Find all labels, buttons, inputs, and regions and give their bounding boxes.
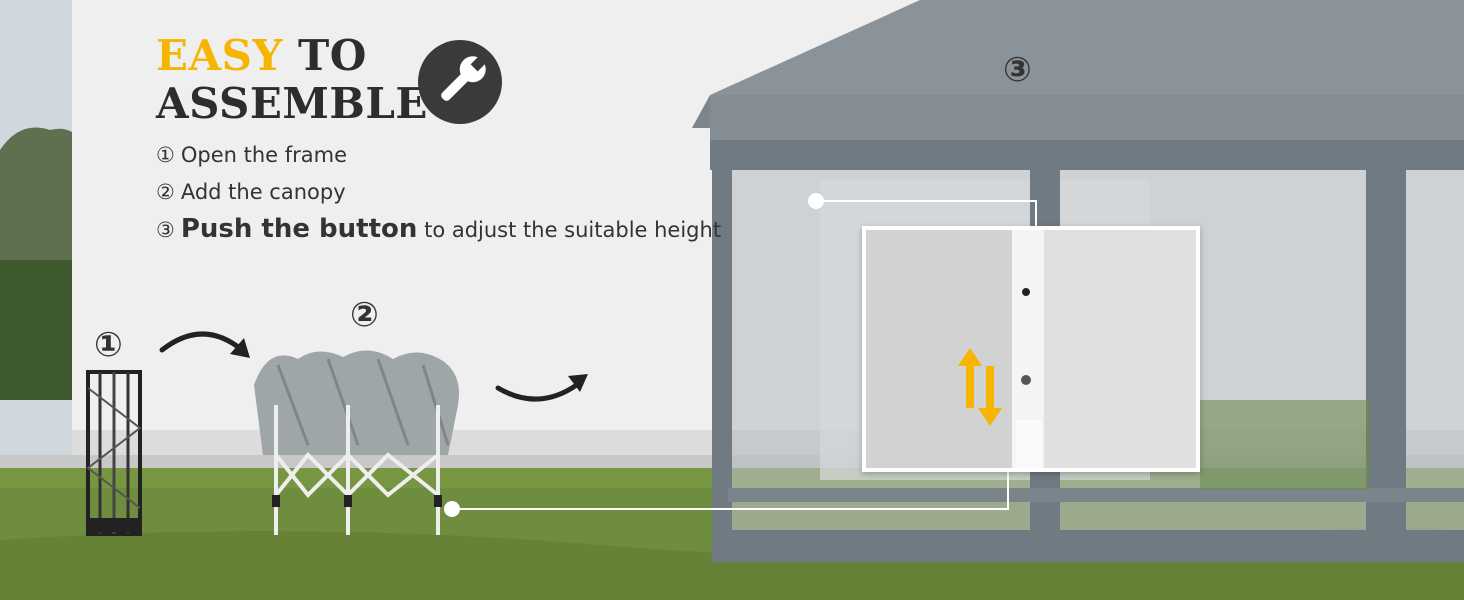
up-down-arrows-icon bbox=[958, 348, 1002, 426]
headline-word: TO bbox=[298, 31, 367, 80]
frame-with-canopy-image bbox=[254, 350, 459, 535]
step-text: Open the frame bbox=[180, 143, 348, 167]
button-detail-inset bbox=[862, 226, 1200, 472]
headline: EASY TO ASSEMBLE bbox=[156, 32, 428, 128]
wrench-icon bbox=[418, 40, 502, 124]
pole-closeup-image bbox=[866, 230, 1196, 468]
step-number: ③ bbox=[156, 218, 175, 242]
step-bold-text: Push the button bbox=[180, 214, 418, 244]
step-text: Add the canopy bbox=[180, 180, 346, 204]
arrow-icon bbox=[159, 331, 250, 358]
badge-step-2: ② bbox=[350, 295, 379, 335]
step-number: ① bbox=[156, 143, 175, 167]
step-text: to adjust the suitable height bbox=[417, 218, 722, 242]
step-number: ② bbox=[156, 180, 175, 204]
badge-step-1: ① bbox=[94, 325, 123, 365]
arrow-icon bbox=[495, 374, 588, 402]
headline-line2: ASSEMBLE bbox=[156, 79, 428, 128]
badge-step-3: ③ bbox=[1003, 50, 1032, 90]
folded-frame-image bbox=[86, 370, 142, 536]
headline-accent: EASY bbox=[156, 31, 283, 80]
